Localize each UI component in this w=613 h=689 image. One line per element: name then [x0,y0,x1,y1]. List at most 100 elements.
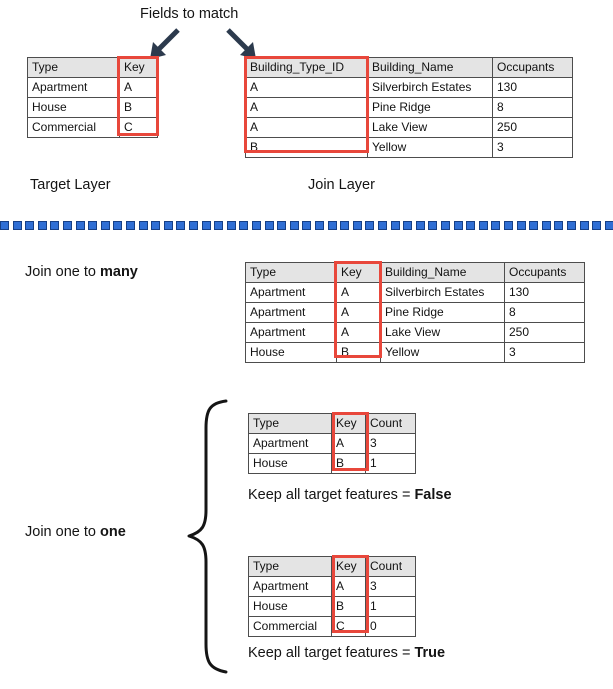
cell-key: A [331,433,366,454]
divider-dash [441,221,450,230]
table-header-row: Building_Type_ID Building_Name Occupants [245,57,573,78]
divider-dash [88,221,98,230]
join-one-to-many-prefix: Join one to [25,264,100,280]
table-row: House B 1 [248,453,416,474]
dashed-divider-icon [0,221,613,230]
cell-building-name: Silverbirch Estates [367,77,493,98]
keep-all-true-label: Keep all target features = True [248,645,445,662]
divider-dash [126,221,135,230]
divider-dash [277,221,287,230]
table-row: Commercial C [27,117,158,138]
table-row: Apartment A 3 [248,433,416,454]
cell-type: House [248,596,332,617]
one-to-many-result-table-wrap: Type Key Building_Name Occupants Apartme… [245,262,585,363]
arrow-down-right-icon [226,28,256,59]
divider-dash [302,221,312,230]
cell-building-name: Yellow [367,137,493,158]
column-header-key: Key [119,57,158,78]
cell-key: A [336,282,381,303]
column-header-type: Type [248,413,332,434]
cell-building-name: Pine Ridge [367,97,493,118]
cell-building-type-id: A [245,117,368,138]
join-one-to-one-label: Join one to one [25,524,126,541]
divider-dash [478,221,488,230]
table-row: Apartment A 3 [248,576,416,597]
cell-building-type-id: B [245,137,368,158]
column-header-count: Count [365,556,416,577]
join-one-to-one-emphasis: one [99,524,126,540]
table-row: A Pine Ridge 8 [245,97,573,118]
cell-type: House [27,97,120,118]
divider-dash [554,221,564,230]
cell-type: Apartment [248,433,332,454]
cell-occupants: 250 [504,322,585,343]
table-row: Commercial C 0 [248,616,416,637]
divider-dash [50,221,60,230]
table-header-row: Type Key Count [248,413,416,434]
cell-building-name: Yellow [380,342,505,363]
cell-occupants: 130 [492,77,573,98]
join-one-to-one-prefix: Join one to [25,524,100,540]
join-one-to-many-emphasis: many [99,264,138,280]
cell-key: B [336,342,381,363]
table-row: Apartment A Silverbirch Estates 130 [245,282,585,303]
divider-dash [214,221,224,230]
target-layer-table-wrap: Type Key Apartment A House B Commercial … [27,57,158,138]
cell-type: Apartment [245,282,337,303]
curly-brace-icon [187,399,228,674]
divider-dash [491,221,501,230]
divider-dash [567,221,576,230]
divider-dash [516,221,526,230]
column-header-key: Key [331,556,366,577]
column-header-occupants: Occupants [492,57,573,78]
one-to-one-true-table-wrap: Type Key Count Apartment A 3 House B 1 C… [248,556,416,637]
divider-dash [604,221,613,230]
cell-type: Apartment [245,322,337,343]
cell-occupants: 130 [504,282,585,303]
cell-occupants: 3 [492,137,573,158]
join-one-to-many-label: Join one to many [25,264,138,281]
divider-dash [226,221,236,230]
one-to-one-false-table: Type Key Count Apartment A 3 House B 1 [248,413,416,474]
divider-dash [453,221,463,230]
divider-dash [75,221,85,230]
join-layer-caption: Join Layer [308,177,375,193]
cell-occupants: 8 [492,97,573,118]
table-header-row: Type Key Count [248,556,416,577]
cell-type: Apartment [245,302,337,323]
cell-building-name: Lake View [367,117,493,138]
table-row: Apartment A [27,77,158,98]
divider-dash [352,221,362,230]
divider-dash [592,221,602,230]
cell-count: 0 [365,616,416,637]
divider-dash [378,221,387,230]
divider-dash [579,221,589,230]
one-to-one-true-table: Type Key Count Apartment A 3 House B 1 C… [248,556,416,637]
column-header-count: Count [365,413,416,434]
table-row: A Lake View 250 [245,117,573,138]
keep-all-true-prefix: Keep all target features = [248,645,415,661]
cell-type: Commercial [248,616,332,637]
divider-dash [151,221,161,230]
divider-dash [466,221,476,230]
join-layer-table-wrap: Building_Type_ID Building_Name Occupants… [245,57,573,158]
divider-dash [390,221,400,230]
divider-dash [504,221,513,230]
arrow-down-left-icon [150,28,180,59]
keep-all-false-prefix: Keep all target features = [248,487,415,503]
cell-key: C [331,616,366,637]
join-layer-table: Building_Type_ID Building_Name Occupants… [245,57,573,158]
cell-key: A [331,576,366,597]
cell-occupants: 250 [492,117,573,138]
column-header-key: Key [336,262,381,283]
fields-to-match-label: Fields to match [140,6,239,22]
target-layer-table: Type Key Apartment A House B Commercial … [27,57,158,138]
divider-dash [403,221,413,230]
divider-dash [163,221,173,230]
divider-dash [63,221,72,230]
divider-dash [289,221,299,230]
divider-dash [541,221,551,230]
table-header-row: Type Key [27,57,158,78]
column-header-key: Key [331,413,366,434]
cell-key: A [119,77,158,98]
